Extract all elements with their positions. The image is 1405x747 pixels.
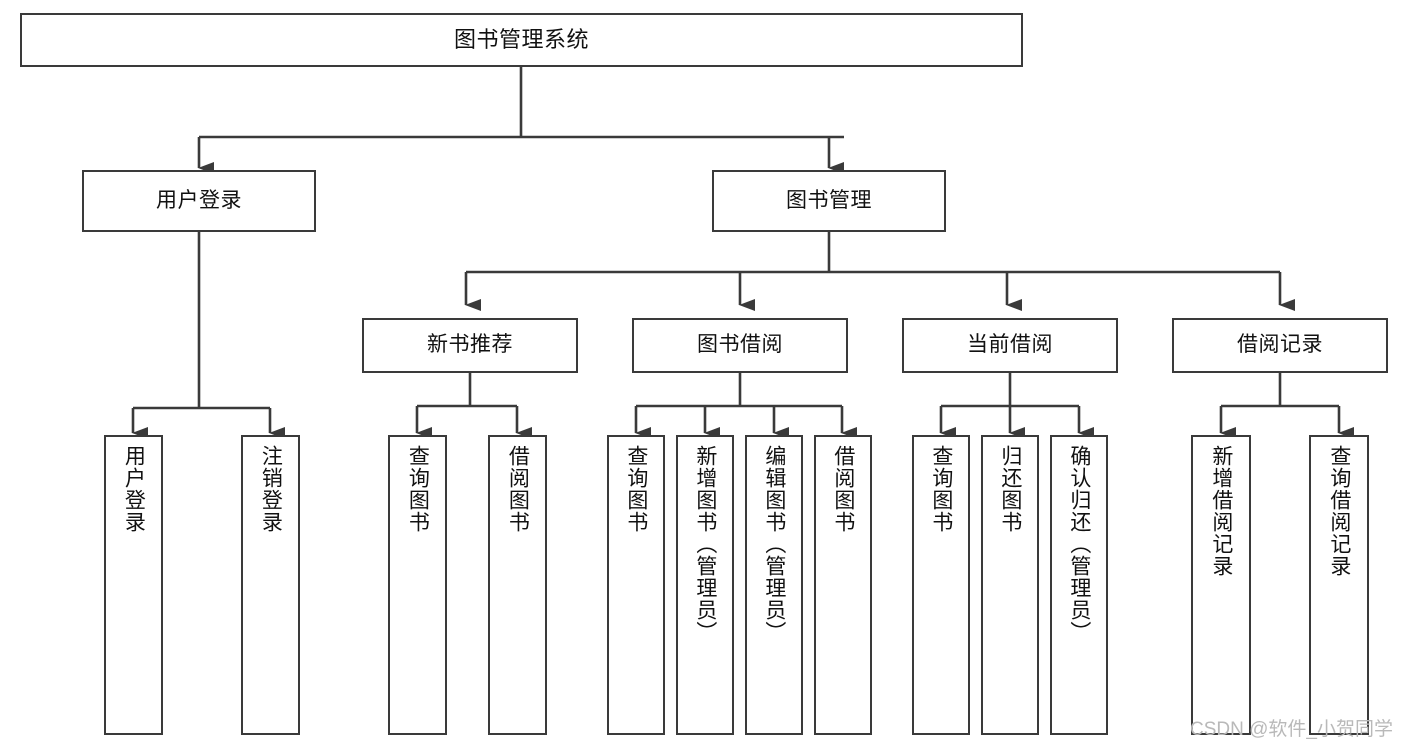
node-borrow-record[interactable]: 借阅记录	[1172, 318, 1388, 373]
leaf-recommend-borrow-book-label: 借阅图书	[506, 445, 530, 533]
leaf-record-add-record-label: 新增借阅记录	[1209, 445, 1233, 577]
leaf-borrow-query-book-label: 查询图书	[624, 445, 648, 533]
leaf-borrow-edit-book-label: 编辑图书（管理员）	[762, 445, 786, 643]
node-borrow-record-label: 借阅记录	[1237, 333, 1323, 357]
leaf-borrow-borrow-book-label: 借阅图书	[831, 445, 855, 533]
leaf-record-add-record[interactable]: 新增借阅记录	[1191, 435, 1251, 735]
leaf-recommend-borrow-book[interactable]: 借阅图书	[488, 435, 547, 735]
leaf-current-confirm-return[interactable]: 确认归还（管理员）	[1050, 435, 1108, 735]
leaf-user-login-signout[interactable]: 注销登录	[241, 435, 300, 735]
leaf-current-query-book-label: 查询图书	[929, 445, 953, 533]
leaf-recommend-query-book[interactable]: 查询图书	[388, 435, 447, 735]
leaf-user-login-signin[interactable]: 用户登录	[104, 435, 163, 735]
leaf-record-query-record-label: 查询借阅记录	[1327, 445, 1351, 577]
leaf-borrow-edit-book[interactable]: 编辑图书（管理员）	[745, 435, 803, 735]
node-root-system-label: 图书管理系统	[453, 27, 589, 53]
leaf-borrow-add-book[interactable]: 新增图书（管理员）	[676, 435, 734, 735]
node-book-borrow[interactable]: 图书借阅	[632, 318, 848, 373]
leaf-current-return-book[interactable]: 归还图书	[981, 435, 1039, 735]
leaf-current-return-book-label: 归还图书	[998, 445, 1022, 533]
node-user-login[interactable]: 用户登录	[82, 170, 316, 232]
leaf-record-query-record[interactable]: 查询借阅记录	[1309, 435, 1369, 735]
leaf-user-login-signout-label: 注销登录	[259, 445, 283, 533]
node-book-management-label: 图书管理	[786, 188, 872, 212]
node-book-borrow-label: 图书借阅	[697, 333, 783, 357]
node-root-system[interactable]: 图书管理系统	[20, 13, 1023, 67]
leaf-borrow-borrow-book[interactable]: 借阅图书	[814, 435, 872, 735]
node-user-login-label: 用户登录	[156, 188, 242, 212]
node-new-book-recommend-label: 新书推荐	[427, 333, 513, 357]
leaf-current-query-book[interactable]: 查询图书	[912, 435, 970, 735]
leaf-borrow-query-book[interactable]: 查询图书	[607, 435, 665, 735]
leaf-current-confirm-return-label: 确认归还（管理员）	[1067, 445, 1091, 643]
leaf-recommend-query-book-label: 查询图书	[406, 445, 430, 533]
node-new-book-recommend[interactable]: 新书推荐	[362, 318, 578, 373]
node-book-management[interactable]: 图书管理	[712, 170, 946, 232]
leaf-borrow-add-book-label: 新增图书（管理员）	[693, 445, 717, 643]
csdn-watermark: CSDN @软件_小贺同学	[1190, 719, 1393, 740]
node-current-borrow[interactable]: 当前借阅	[902, 318, 1118, 373]
leaf-user-login-signin-label: 用户登录	[122, 445, 146, 533]
node-current-borrow-label: 当前借阅	[967, 333, 1053, 357]
